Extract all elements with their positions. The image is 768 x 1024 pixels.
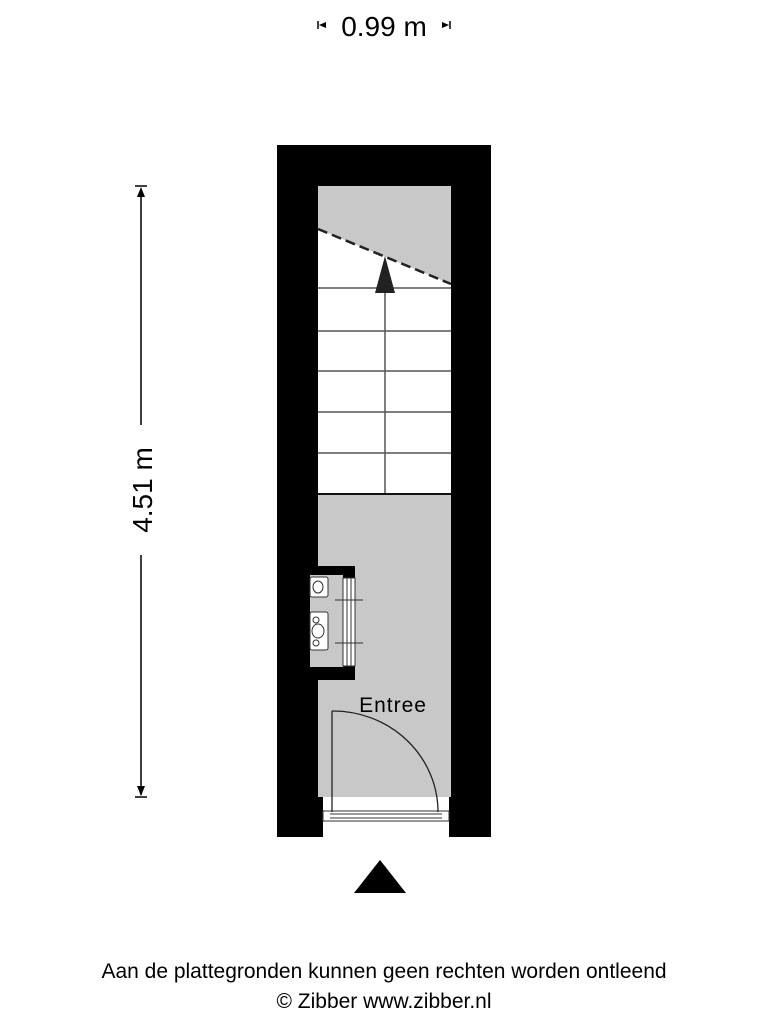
width-dimension: 0.99 m [317, 11, 451, 42]
entrance-arrow-icon [354, 860, 406, 893]
length-label: 4.51 m [127, 447, 158, 533]
stairs-up-arrow-icon [375, 256, 395, 293]
staircase [317, 227, 452, 495]
entrance-door[interactable] [322, 710, 450, 837]
cupboard-doors [335, 577, 363, 667]
meter-icon [309, 576, 329, 651]
width-label: 0.99 m [341, 11, 427, 42]
copyright-text: © Zibber www.zibber.nl [276, 990, 491, 1013]
disclaimer-text: Aan de plattegronden kunnen geen rechten… [101, 960, 666, 983]
room-label-entree: Entree [359, 694, 427, 717]
length-dimension: 4.51 m [127, 185, 158, 798]
